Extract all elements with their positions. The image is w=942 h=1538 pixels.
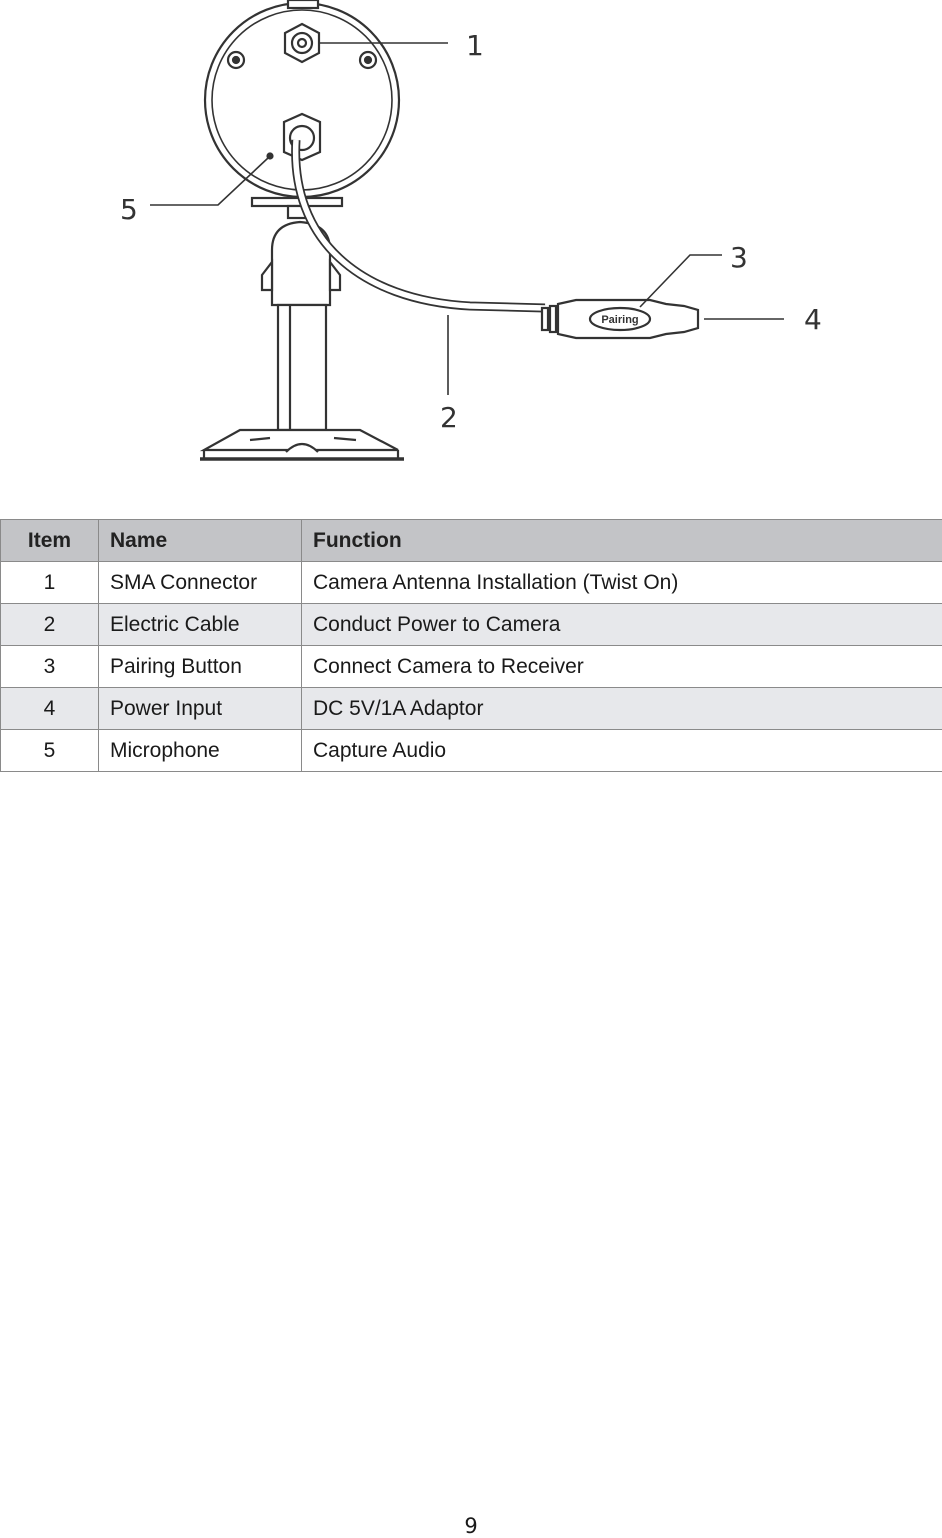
item-name: Pairing Button bbox=[98, 645, 302, 688]
table-row: 2 Electric Cable Conduct Power to Camera bbox=[0, 603, 942, 646]
item-number: 3 bbox=[0, 645, 99, 688]
item-function: Conduct Power to Camera bbox=[301, 603, 942, 646]
table-header-row: Item Name Function bbox=[0, 519, 942, 562]
item-name: SMA Connector bbox=[98, 561, 302, 604]
table-row: 1 SMA Connector Camera Antenna Installat… bbox=[0, 561, 942, 604]
parts-table: Item Name Function 1 SMA Connector Camer… bbox=[0, 519, 942, 772]
table-row: 4 Power Input DC 5V/1A Adaptor bbox=[0, 687, 942, 730]
mount-bracket bbox=[199, 196, 404, 461]
header-function: Function bbox=[301, 519, 942, 562]
cable-gland bbox=[282, 112, 322, 162]
item-number: 4 bbox=[0, 687, 99, 730]
microphone-hole bbox=[266, 152, 274, 160]
callout-leader-lines bbox=[150, 42, 784, 395]
item-function: Camera Antenna Installation (Twist On) bbox=[301, 561, 942, 604]
callout-2: 2 bbox=[440, 401, 458, 434]
item-function: Connect Camera to Receiver bbox=[301, 645, 942, 688]
table-row: 5 Microphone Capture Audio bbox=[0, 729, 942, 772]
table-row: 3 Pairing Button Connect Camera to Recei… bbox=[0, 645, 942, 688]
header-item: Item bbox=[0, 519, 99, 562]
pairing-plug bbox=[540, 298, 700, 340]
item-number: 1 bbox=[0, 561, 99, 604]
item-name: Power Input bbox=[98, 687, 302, 730]
callout-3: 3 bbox=[730, 241, 748, 274]
camera-diagram: Pairing 1 2 3 4 5 bbox=[120, 0, 822, 461]
callout-5: 5 bbox=[120, 193, 138, 226]
callout-4: 4 bbox=[804, 303, 822, 336]
item-number: 5 bbox=[0, 729, 99, 772]
screw-right bbox=[358, 50, 378, 70]
item-name: Microphone bbox=[98, 729, 302, 772]
callout-1: 1 bbox=[466, 29, 484, 62]
item-name: Electric Cable bbox=[98, 603, 302, 646]
item-function: Capture Audio bbox=[301, 729, 942, 772]
pairing-button-label: Pairing bbox=[601, 314, 638, 326]
header-name: Name bbox=[98, 519, 302, 562]
screw-left bbox=[226, 50, 246, 70]
sma-connector bbox=[283, 22, 321, 64]
item-function: DC 5V/1A Adaptor bbox=[301, 687, 942, 730]
electric-cable bbox=[291, 139, 546, 313]
item-number: 2 bbox=[0, 603, 99, 646]
page-number: 9 bbox=[464, 1514, 478, 1538]
